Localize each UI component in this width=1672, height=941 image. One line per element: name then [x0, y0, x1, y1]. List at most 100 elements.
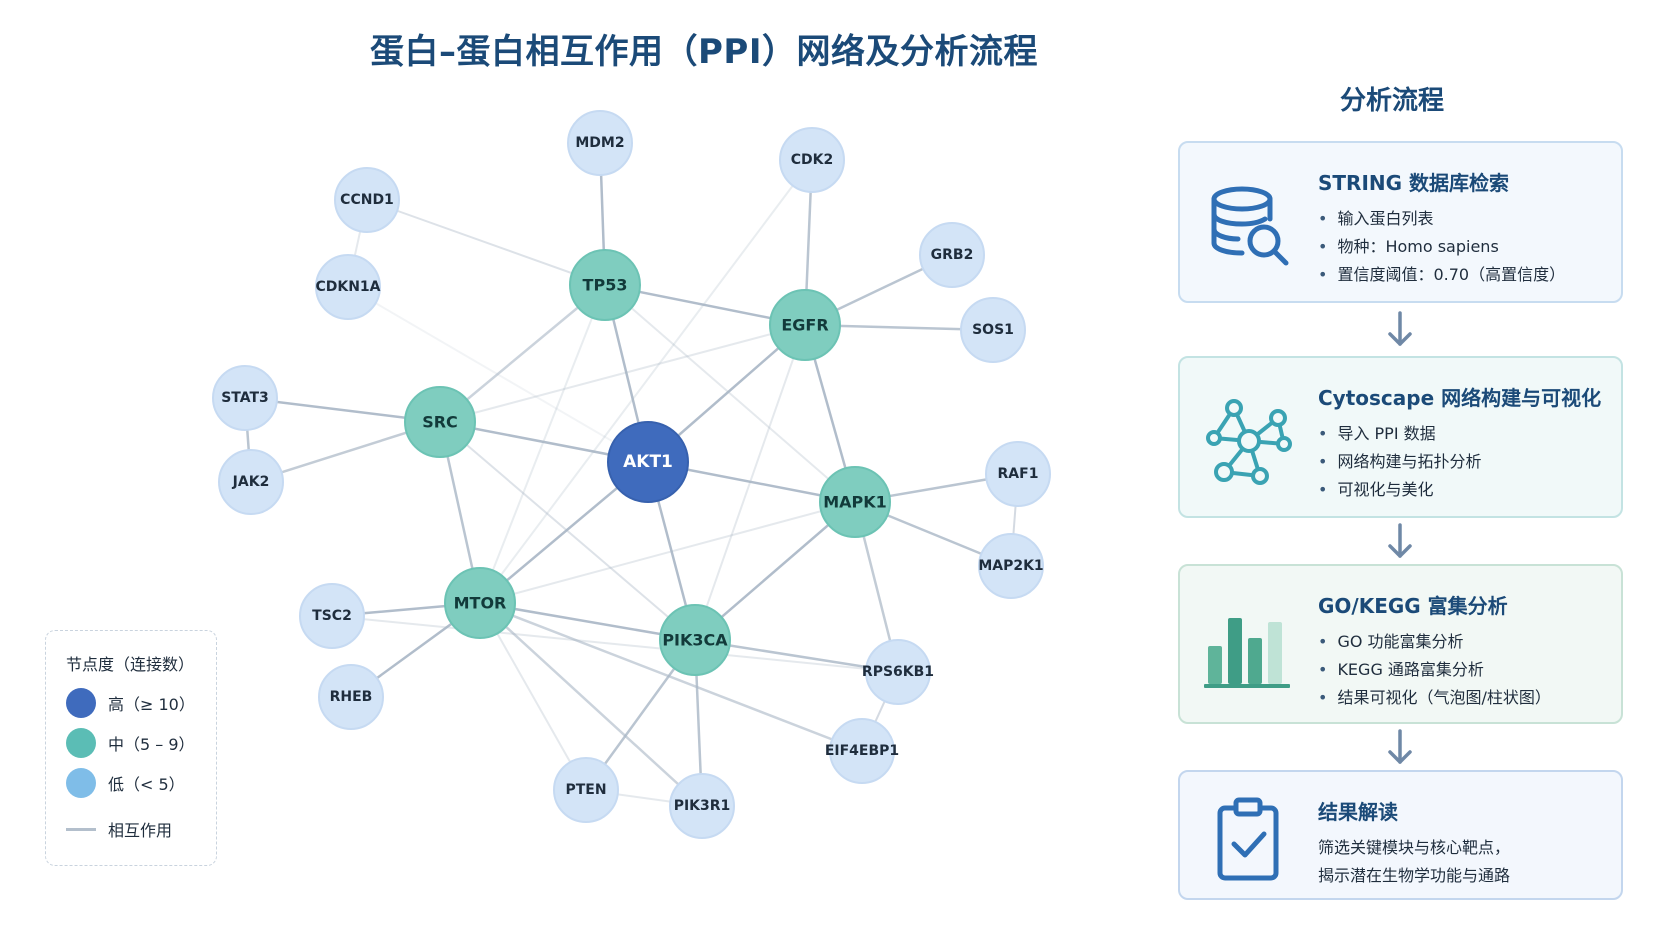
step-1-item: 物种：Homo sapiens: [1318, 233, 1565, 261]
node-grb2[interactable]: GRB2: [919, 222, 985, 288]
node-label: SRC: [422, 413, 458, 432]
edge-mtor-pik3ca: [478, 601, 697, 642]
node-rps6kb1[interactable]: RPS6KB1: [862, 639, 934, 705]
node-circle: [978, 533, 1044, 599]
node-mtor[interactable]: MTOR: [444, 567, 516, 639]
node-stat3[interactable]: STAT3: [212, 365, 278, 431]
step-3-list: GO 功能富集分析 KEGG 通路富集分析 结果可视化（气泡图/柱状图）: [1318, 628, 1551, 712]
page-title: 蛋白–蛋白相互作用（PPI）网络及分析流程: [370, 32, 1038, 72]
node-label: MAPK1: [823, 493, 887, 512]
edge-cdkn1a-akt1: [347, 286, 649, 463]
step-2-item: 网络构建与拓扑分析: [1318, 448, 1481, 476]
node-label: JAK2: [232, 474, 270, 490]
node-circle: [218, 449, 284, 515]
network-icon: [1206, 399, 1292, 485]
node-label: AKT1: [623, 452, 673, 472]
legend-item-mid: 中（5 – 9）: [66, 728, 195, 758]
node-sos1[interactable]: SOS1: [960, 297, 1026, 363]
node-circle: [553, 757, 619, 823]
node-circle: [404, 386, 476, 458]
node-circle: [212, 365, 278, 431]
node-pten[interactable]: PTEN: [553, 757, 619, 823]
legend-edge-line: [66, 827, 96, 831]
step-interpretation: 结果解读 筛选关键模块与核心靶点， 揭示潜在生物学功能与通路: [1178, 770, 1623, 900]
node-rheb[interactable]: RHEB: [318, 664, 384, 730]
node-circle: [819, 466, 891, 538]
node-label: MAP2K1: [978, 558, 1043, 574]
node-circle: [985, 441, 1051, 507]
edge-tp53-ccnd1: [366, 199, 606, 286]
step-2-item: 可视化与美化: [1318, 476, 1481, 504]
node-label: RPS6KB1: [862, 664, 934, 680]
step-2-list: 导入 PPI 数据 网络构建与拓扑分析 可视化与美化: [1318, 420, 1481, 504]
node-pik3ca[interactable]: PIK3CA: [659, 604, 731, 676]
step-3-item: KEGG 通路富集分析: [1318, 656, 1551, 684]
node-label: CDKN1A: [315, 279, 380, 295]
node-label: SOS1: [972, 322, 1014, 338]
node-ccnd1[interactable]: CCND1: [334, 167, 400, 233]
arrow-down-icon: [1388, 523, 1412, 558]
legend-dot-high: [66, 688, 96, 718]
node-circle: [567, 110, 633, 176]
node-map2k1[interactable]: MAP2K1: [978, 533, 1044, 599]
edge-mtor-pik3r1: [478, 601, 704, 808]
node-circle: [569, 249, 641, 321]
node-label: GRB2: [931, 247, 974, 263]
node-circle: [960, 297, 1026, 363]
arrow-down-icon: [1388, 729, 1412, 764]
step-4-heading: 结果解读: [1318, 800, 1398, 824]
edge-mtor-eif4ebp1: [478, 601, 864, 753]
node-cdkn1a[interactable]: CDKN1A: [315, 254, 381, 320]
step-1-item: 置信度阈值：0.70（高置信度）: [1318, 261, 1565, 289]
node-circle: [334, 167, 400, 233]
edge-src-pik3ca: [439, 421, 696, 641]
node-circle: [607, 421, 689, 503]
node-circle: [769, 289, 841, 361]
node-circle: [669, 773, 735, 839]
step-3-heading: GO/KEGG 富集分析: [1318, 594, 1508, 618]
node-raf1[interactable]: RAF1: [985, 441, 1051, 507]
node-label: CCND1: [340, 192, 394, 208]
step-4-line: 揭示潜在生物学功能与通路: [1318, 866, 1511, 885]
node-label: RHEB: [330, 689, 373, 705]
node-label: TP53: [583, 276, 628, 295]
node-cdk2[interactable]: CDK2: [779, 127, 845, 193]
step-1-item: 输入蛋白列表: [1318, 205, 1565, 233]
step-cytoscape: Cytoscape 网络构建与可视化 导入 PPI 数据 网络构建与拓扑分析 可…: [1178, 356, 1623, 518]
edge-cdk2-mtor: [479, 159, 813, 604]
legend-dot-mid: [66, 728, 96, 758]
bar-chart-icon: [1204, 618, 1290, 688]
node-mapk1[interactable]: MAPK1: [819, 466, 891, 538]
edge-egfr-src: [439, 324, 806, 423]
step-string-search: STRING 数据库检索 输入蛋白列表 物种：Homo sapiens 置信度阈…: [1178, 141, 1623, 303]
node-tp53[interactable]: TP53: [569, 249, 641, 321]
edge-tp53-mapk1: [604, 284, 856, 503]
step-2-heading: Cytoscape 网络构建与可视化: [1318, 386, 1602, 410]
legend-item-edge: 相互作用: [66, 814, 172, 844]
node-eif4ebp1[interactable]: EIF4EBP1: [825, 718, 899, 784]
node-label: EGFR: [781, 316, 828, 335]
node-akt1[interactable]: AKT1: [607, 421, 689, 503]
node-src[interactable]: SRC: [404, 386, 476, 458]
edge-mapk1-mtor: [479, 501, 856, 604]
step-3-item: 结果可视化（气泡图/柱状图）: [1318, 684, 1550, 712]
edge-tsc2-rps6kb1: [331, 615, 899, 673]
node-circle: [865, 639, 931, 705]
arrow-down-icon: [1388, 311, 1412, 346]
node-label: MTOR: [454, 594, 507, 613]
legend-label-low: 低（< 5）: [108, 775, 185, 794]
node-pik3r1[interactable]: PIK3R1: [669, 773, 735, 839]
node-jak2[interactable]: JAK2: [218, 449, 284, 515]
node-label: PTEN: [565, 782, 606, 798]
node-label: MDM2: [575, 135, 624, 151]
legend-title: 节点度（连接数）: [66, 655, 195, 674]
database-search-icon: [1211, 186, 1289, 266]
node-egfr[interactable]: EGFR: [769, 289, 841, 361]
node-circle: [315, 254, 381, 320]
legend-label-mid: 中（5 – 9）: [108, 735, 195, 754]
node-circle: [444, 567, 516, 639]
node-tsc2[interactable]: TSC2: [299, 583, 365, 649]
node-mdm2[interactable]: MDM2: [567, 110, 633, 176]
